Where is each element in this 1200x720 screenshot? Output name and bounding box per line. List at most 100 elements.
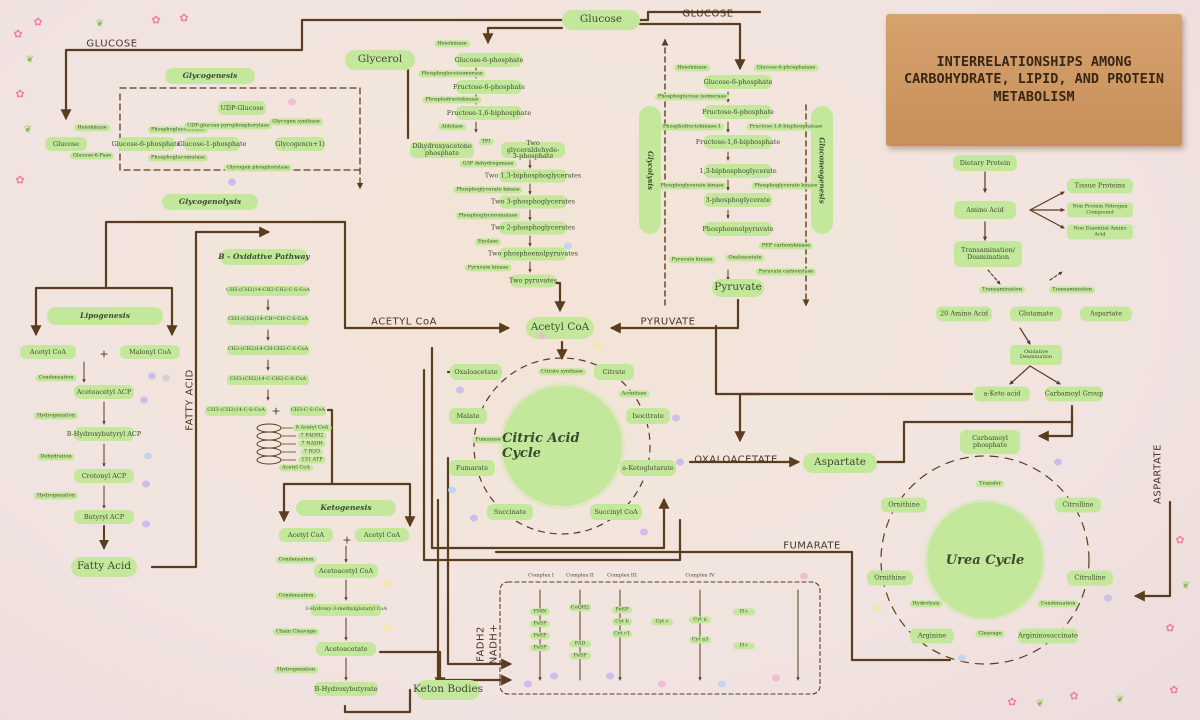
cofactor-dot	[524, 680, 532, 688]
tca-malate: Malate	[449, 408, 487, 424]
glycerol-node: Glycerol	[345, 50, 415, 70]
lipo-malonyl: Malonyl CoA	[120, 345, 180, 359]
oxaloacetate-label: OXALOACETATE	[694, 454, 778, 466]
cofactor-dot	[448, 486, 456, 494]
glycogenesis-header: Glycogenesis	[165, 68, 255, 84]
flower-icon: ✿	[1165, 621, 1175, 635]
glucose-left-label: GLUCOSE	[86, 38, 138, 50]
spiral-out-2: 7 FADH2	[297, 432, 327, 440]
cofactor-dot	[958, 654, 966, 662]
glycogen-g1p: Glucose-1-phosphate	[178, 137, 247, 151]
central-tpi: TPI	[478, 138, 494, 146]
etc-cyt-a3: Cyt a3	[689, 636, 711, 644]
central-g3pdh: G3P dehydrogenase	[459, 160, 517, 168]
gluco-hexokinase: Hexokinase	[674, 64, 710, 72]
cofactor-dot	[594, 342, 602, 350]
keto-acid: a-Keto acid	[974, 386, 1030, 402]
etc-fad: FAD	[569, 640, 591, 648]
cofactor-dot	[538, 332, 546, 340]
flower-icon: ✿	[1169, 683, 1179, 697]
spiral-note: Acetyl CoA	[279, 464, 313, 472]
gluco-pfk1: Phosphofructokinase-1	[659, 123, 725, 131]
glycogen-phosphorylase: Glycogen phosphorylase	[224, 164, 292, 172]
nadh-label: NADH+	[488, 623, 500, 665]
lipo-hydrogenation: Hydrogenation	[34, 412, 78, 420]
glycogen-synthase: Glycogen synthase	[269, 118, 323, 126]
amino-acid: Amino Acid	[954, 201, 1016, 219]
lipo-fatty-acid: Fatty Acid	[71, 557, 137, 577]
non-protein-nitrogen: Non Protein Nitrogen Compound	[1067, 202, 1133, 218]
spiral-coil	[256, 423, 296, 465]
tca-cycle: Citric Acid Cycle	[502, 386, 622, 506]
central-g3p: Two glyceraldehyde-3-phosphate	[501, 139, 565, 160]
cofactor-dot	[382, 580, 390, 588]
lipogenesis-header: Lipogenesis	[47, 307, 163, 325]
lipo-acetyl: Acetyl CoA	[20, 345, 76, 359]
ketogenesis-header: Ketogenesis	[296, 500, 396, 516]
cofactor-dot	[658, 680, 666, 688]
etc-fesp-3: FeSP	[530, 644, 550, 652]
etc-cyt-c1: Cyt c1	[612, 630, 632, 638]
tca-acetyl-coa: Acetyl CoA	[526, 317, 594, 339]
spiral-out-4: 7 H2O	[300, 448, 324, 456]
beta-step-3: CH3-(CH2)14-CH-CH2-C-S-CoA	[227, 345, 309, 355]
leaf-icon: ❦	[95, 18, 105, 30]
cofactor-dot	[772, 674, 780, 682]
cofactor-dot	[1054, 458, 1062, 466]
urea-hydrolysis: Hydrolysis	[909, 600, 943, 608]
urea-citrulline-2: Citrulline	[1067, 570, 1113, 586]
urea-ornithine-2: Ornithine	[867, 570, 913, 586]
central-pgm: Phosphoglyceromutase	[455, 212, 521, 220]
carbamoyl-group: Carbamoyl Group	[1045, 386, 1103, 402]
beta-step-4: CH3-(CH2)14-C-CH2-C-S-CoA	[227, 375, 309, 385]
cofactor-dot	[144, 452, 152, 460]
glucose-top-label: GLUCOSE	[682, 8, 734, 20]
oxidative-deamination: Oxidative Deamination	[1010, 345, 1062, 365]
non-essential-aa: Non Essential Amino Acid	[1067, 224, 1133, 240]
diagram-title: INTERRELATIONSHIPS AMONG CARBOHYDRATE, L…	[903, 53, 1165, 105]
keto-plus: +	[342, 533, 352, 547]
etc-fesp-4: FeSP	[569, 652, 591, 660]
spiral-out-3: 7 NADH	[298, 440, 326, 448]
urea-cycle: Urea Cycle	[927, 502, 1043, 618]
etc-complex-4: Complex IV	[685, 572, 715, 579]
transamination-2: Transamination	[1049, 286, 1095, 294]
central-pk: Pyruvate kinase	[464, 264, 512, 272]
central-pg3: Two 3-phosphoglycerates	[491, 195, 575, 209]
etc-cyt-b: Cyt b	[612, 618, 632, 626]
tca-fumarase: Fumarase	[472, 436, 504, 444]
cofactor-dot	[874, 604, 882, 612]
central-hexokinase: Hexokinase	[434, 40, 470, 48]
cofactor-dot	[564, 242, 572, 250]
urea-condensation: Condensation	[1037, 600, 1079, 608]
leaf-icon: ❦	[23, 124, 33, 136]
glycogen-udp: UDP-Glucose	[218, 101, 266, 115]
lipo-plus: +	[99, 347, 109, 361]
cofactor-dot	[550, 672, 558, 680]
cofactor-dot	[228, 178, 236, 186]
gluco-g6pase: Glucose-6-phosphatase	[753, 64, 819, 72]
urea-cleavage: Cleavage	[975, 630, 1005, 638]
glucose-node: Glucose	[562, 10, 640, 30]
glycolysis-banner: Glycolysis	[639, 106, 661, 234]
central-pfk: Phosphofructokinase	[422, 96, 482, 104]
central-enolase: Enolase	[475, 238, 501, 246]
aspartate-flow-label: ASPARTATE	[1152, 444, 1164, 504]
etc-h-1: H+	[733, 608, 755, 616]
urea-arginine: Arginine	[910, 628, 954, 644]
flower-icon: ✿	[15, 87, 25, 101]
keto-condensation: Condensation	[275, 556, 317, 564]
glycogen-phosphoglucomutase: Phosphoglucomutase	[148, 126, 208, 134]
etc-complex-3: Complex III	[607, 572, 637, 579]
etc-fesp-2: FeSP	[530, 632, 550, 640]
spiral-out-1: 8 Acetyl CoA	[292, 424, 332, 432]
beta-step-5: CH3-(CH2)14-C-S-CoA	[205, 406, 267, 416]
tca-isocitrate: Isocitrate	[626, 408, 670, 424]
tca-succinyl-coa: Succinyl CoA	[590, 504, 642, 520]
keto-acetyl-2: Acetyl CoA	[355, 528, 409, 542]
central-pyruvates: Two pyruvates	[509, 274, 557, 288]
etc-h-2: H+	[733, 642, 755, 650]
leaf-icon: ❦	[1035, 698, 1045, 710]
lipo-hydroxy: B-Hydroxybutyryl ACP	[67, 427, 141, 441]
flower-icon: ✿	[1007, 695, 1017, 709]
